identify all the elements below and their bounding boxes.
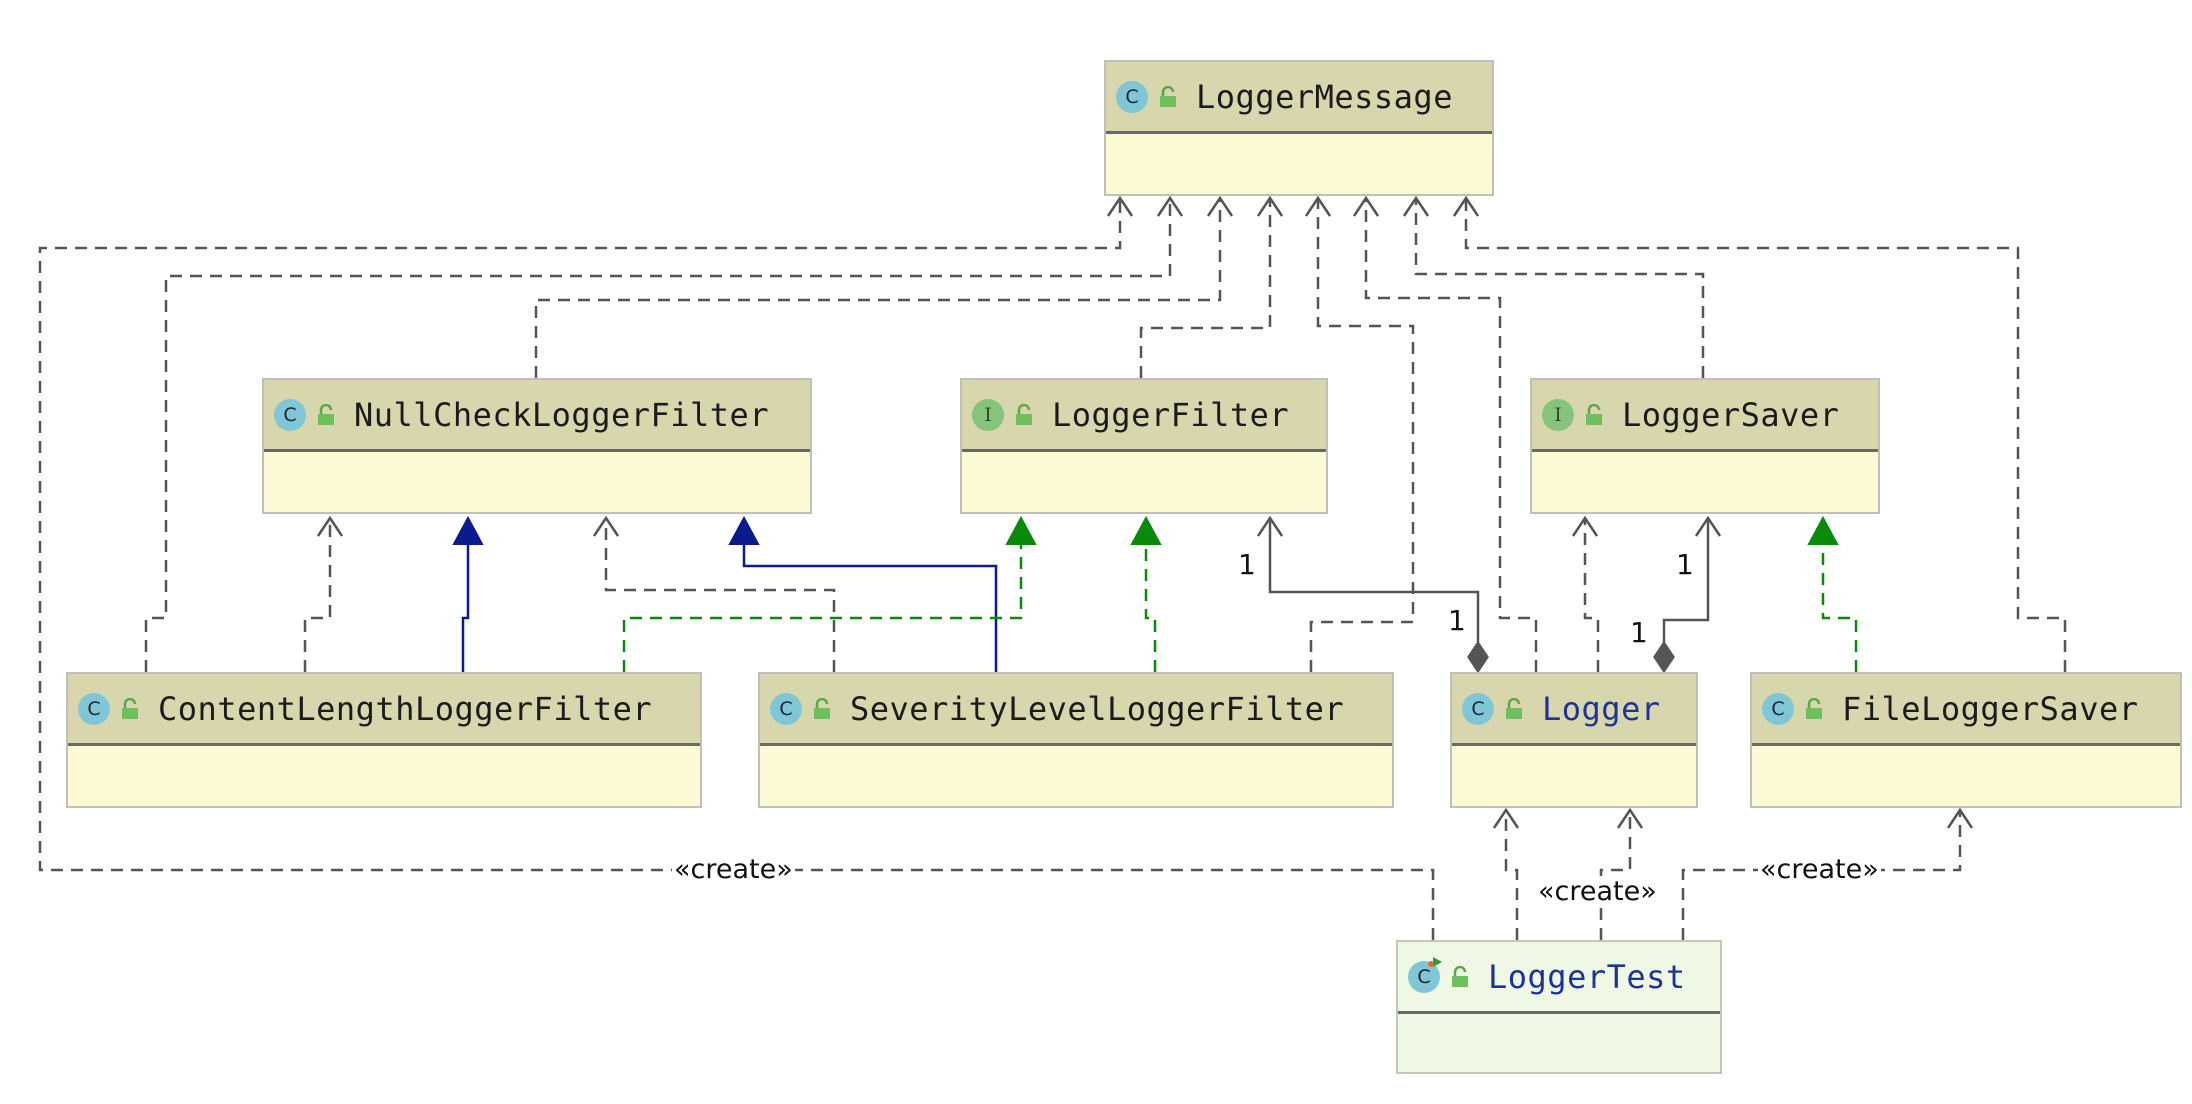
edge-test-to-logger-a[interactable] — [1504, 810, 1519, 940]
diamond — [1467, 640, 1489, 674]
class-name: ContentLengthLoggerFilter — [158, 689, 653, 728]
class-name: NullCheckLoggerFilter — [354, 395, 770, 434]
class-name: LoggerTest — [1488, 957, 1686, 996]
run-icon — [1428, 956, 1442, 967]
arrowhead-open — [1256, 515, 1284, 537]
arrowhead-open — [1304, 195, 1332, 217]
public-lock-icon — [1014, 403, 1034, 426]
arrowhead-filled — [1005, 515, 1037, 545]
arrowhead-open — [1106, 195, 1134, 217]
edge-fileloggersaver-implements-loggersaver[interactable] — [1821, 540, 1858, 672]
public-lock-icon — [120, 697, 140, 720]
multiplicity-label: 1 — [1676, 548, 1694, 581]
class-content-length-logger-filter[interactable]: C ContentLengthLoggerFilter — [66, 672, 702, 808]
interface-logger-filter[interactable]: I LoggerFilter — [960, 378, 1328, 514]
class-icon: C — [770, 692, 802, 725]
interface-logger-saver[interactable]: I LoggerSaver — [1530, 378, 1880, 514]
public-lock-icon — [1450, 965, 1470, 988]
edge-nullcheck-to-message[interactable] — [534, 198, 1222, 378]
arrowhead-open — [1156, 195, 1184, 217]
arrowhead-open — [1492, 807, 1520, 829]
edge-contentlength-extends-nullcheck[interactable] — [461, 540, 470, 672]
edge-contentlength-to-message[interactable] — [144, 198, 1172, 672]
class-logger-test[interactable]: C LoggerTest — [1396, 940, 1722, 1074]
stereotype-label-create: «create» — [1758, 854, 1881, 885]
arrowhead-open — [1571, 515, 1599, 537]
class-name: FileLoggerSaver — [1842, 689, 2139, 728]
edge-logger-composes-loggerfilter[interactable] — [1268, 518, 1480, 642]
edge-contentlength-implements-loggerfilter[interactable] — [622, 540, 1023, 672]
multiplicity-label: 1 — [1448, 604, 1466, 637]
class-name: SeverityLevelLoggerFilter — [850, 689, 1345, 728]
public-lock-icon — [1504, 697, 1524, 720]
edge-logger-to-message[interactable] — [1364, 198, 1538, 672]
multiplicity-label: 1 — [1630, 616, 1648, 649]
class-logger[interactable]: C Logger — [1450, 672, 1698, 808]
arrowhead-open — [316, 515, 344, 537]
arrowhead-open — [592, 515, 620, 537]
public-lock-icon — [1804, 697, 1824, 720]
class-icon: C — [274, 398, 306, 431]
class-file-logger-saver[interactable]: C FileLoggerSaver — [1750, 672, 2182, 808]
class-name: Logger — [1542, 689, 1661, 728]
class-name: LoggerSaver — [1622, 395, 1840, 434]
class-severity-level-logger-filter[interactable]: C SeverityLevelLoggerFilter — [758, 672, 1394, 808]
edge-test-to-logger-b[interactable] — [1599, 810, 1632, 940]
edge-loggerfilter-to-message[interactable] — [1139, 198, 1272, 378]
arrowhead-open — [1206, 195, 1234, 217]
edge-severity-to-message[interactable] — [1309, 198, 1415, 672]
edge-logger-to-loggersaver[interactable] — [1583, 518, 1600, 672]
arrowhead-open — [1616, 807, 1644, 829]
edge-test-to-message[interactable] — [38, 198, 1435, 940]
public-lock-icon — [316, 403, 336, 426]
arrowhead-open — [1694, 515, 1722, 537]
arrowhead-filled — [1807, 515, 1839, 545]
edge-logger-composes-loggersaver[interactable] — [1662, 518, 1710, 642]
class-icon: C — [1116, 80, 1148, 113]
test-class-icon: C — [1408, 956, 1442, 993]
public-lock-icon — [1584, 403, 1604, 426]
class-icon: C — [78, 692, 110, 725]
dependency-edges — [38, 198, 2067, 940]
association-edges — [1256, 515, 1722, 642]
arrowhead-open — [1256, 195, 1284, 217]
arrowhead-open — [1452, 195, 1480, 217]
kind-letter: C — [1417, 965, 1431, 988]
arrowhead-filled — [728, 515, 760, 545]
stereotype-label-create: «create» — [1536, 876, 1659, 907]
edge-severity-to-nullcheck[interactable] — [604, 518, 836, 672]
arrowhead-open — [1402, 195, 1430, 217]
composition-diamonds — [1467, 640, 1675, 674]
class-icon: C — [1762, 692, 1794, 725]
arrowhead-open — [1946, 807, 1974, 829]
arrowhead-open — [1352, 195, 1380, 217]
class-name: LoggerMessage — [1196, 77, 1453, 116]
diamond — [1653, 640, 1675, 674]
arrowhead-filled — [452, 515, 484, 545]
multiplicity-label: 1 — [1238, 548, 1256, 581]
dependency-arrowheads — [316, 195, 1974, 829]
implements-arrowheads — [1005, 515, 1839, 545]
extends-arrowheads — [452, 515, 760, 545]
implements-edges — [622, 540, 1858, 672]
stereotype-label-create: «create» — [672, 854, 795, 885]
interface-icon: I — [972, 398, 1004, 431]
public-lock-icon — [1158, 85, 1178, 108]
extends-edges — [461, 540, 998, 672]
edge-loggersaver-to-message[interactable] — [1414, 198, 1705, 378]
edge-contentlength-to-nullcheck[interactable] — [303, 518, 332, 672]
edge-severity-extends-nullcheck[interactable] — [742, 540, 998, 672]
class-null-check-logger-filter[interactable]: C NullCheckLoggerFilter — [262, 378, 812, 514]
edge-fileloggersaver-to-message[interactable] — [1464, 198, 2067, 672]
edge-severity-implements-loggerfilter[interactable] — [1144, 540, 1157, 672]
class-icon: C — [1462, 692, 1494, 725]
class-logger-message[interactable]: C LoggerMessage — [1104, 60, 1494, 196]
public-lock-icon — [812, 697, 832, 720]
arrowhead-filled — [1130, 515, 1162, 545]
interface-icon: I — [1542, 398, 1574, 431]
class-name: LoggerFilter — [1052, 395, 1290, 434]
